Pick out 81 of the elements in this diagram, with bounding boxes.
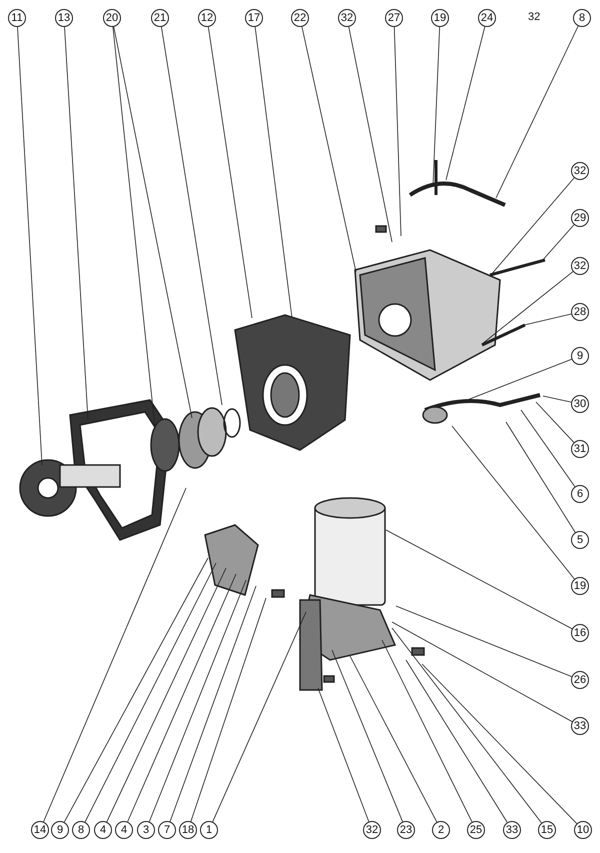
callout-number: 33 bbox=[571, 717, 589, 735]
callout-number: 6 bbox=[571, 485, 589, 503]
callout-number: 25 bbox=[467, 821, 485, 839]
callout-number: 32 bbox=[528, 12, 540, 23]
leader-line bbox=[318, 688, 370, 822]
leader-line bbox=[64, 26, 88, 420]
callout-number: 10 bbox=[574, 821, 592, 839]
leader-line bbox=[332, 650, 403, 822]
callout-number: 7 bbox=[158, 821, 176, 839]
callout-number: 5 bbox=[571, 531, 589, 549]
callout-number: 8 bbox=[573, 9, 591, 27]
callout-number: 15 bbox=[538, 821, 556, 839]
callout-number: 24 bbox=[478, 9, 496, 27]
leader-line bbox=[212, 612, 306, 822]
callout-number: 32 bbox=[338, 9, 356, 27]
leader-line bbox=[496, 26, 579, 198]
leader-line bbox=[396, 606, 572, 678]
callout-number: 1 bbox=[200, 821, 218, 839]
leader-line bbox=[452, 426, 575, 580]
callout-number: 30 bbox=[571, 395, 589, 413]
callout-number: 26 bbox=[571, 671, 589, 689]
leader-line bbox=[506, 422, 576, 533]
callout-number: 19 bbox=[431, 9, 449, 27]
leader-line bbox=[148, 580, 246, 822]
leader-line bbox=[386, 530, 572, 630]
leader-line bbox=[17, 26, 42, 466]
callout-number: 9 bbox=[571, 347, 589, 365]
leader-line bbox=[254, 26, 292, 318]
leader-line bbox=[113, 26, 192, 418]
callout-number: 17 bbox=[245, 9, 263, 27]
leader-line bbox=[161, 26, 222, 406]
callout-number: 2 bbox=[432, 821, 450, 839]
callout-number: 14 bbox=[31, 821, 49, 839]
leader-line bbox=[446, 26, 486, 180]
leader-line bbox=[208, 26, 252, 318]
leader-line bbox=[112, 26, 156, 428]
leader-line bbox=[536, 402, 574, 443]
leader-line bbox=[406, 660, 508, 823]
leader-line bbox=[540, 224, 574, 262]
callout-number: 8 bbox=[72, 821, 90, 839]
callout-number: 19 bbox=[571, 577, 589, 595]
leader-line bbox=[348, 26, 392, 242]
leader-line bbox=[127, 574, 236, 822]
callout-number: 31 bbox=[571, 440, 589, 458]
callout-number: 11 bbox=[8, 9, 26, 27]
callout-number: 29 bbox=[571, 209, 589, 227]
callout-number: 32 bbox=[571, 257, 589, 275]
leader-line bbox=[106, 568, 226, 822]
callout-number: 33 bbox=[503, 821, 521, 839]
callout-number: 12 bbox=[198, 9, 216, 27]
callout-number: 4 bbox=[94, 821, 112, 839]
callout-number: 16 bbox=[571, 624, 589, 642]
leader-line bbox=[392, 628, 542, 824]
leader-line bbox=[350, 656, 438, 822]
leader-line bbox=[482, 271, 574, 344]
callout-number: 22 bbox=[291, 9, 309, 27]
leader-line bbox=[190, 598, 266, 822]
leader-line bbox=[382, 640, 472, 822]
leader-line bbox=[542, 396, 572, 402]
leader-line bbox=[84, 562, 216, 822]
leader-line bbox=[43, 488, 186, 822]
leader-line bbox=[170, 586, 256, 822]
callout-number: 4 bbox=[115, 821, 133, 839]
leader-line bbox=[422, 664, 578, 824]
callout-number: 23 bbox=[397, 821, 415, 839]
leader-line bbox=[394, 26, 402, 236]
leader-line bbox=[64, 558, 208, 822]
callout-number: 21 bbox=[151, 9, 169, 27]
callout-number: 32 bbox=[571, 162, 589, 180]
leader-line bbox=[302, 26, 356, 272]
callout-number: 27 bbox=[385, 9, 403, 27]
callout-number: 20 bbox=[103, 9, 121, 27]
callout-number: 9 bbox=[51, 821, 69, 839]
callout-number: 18 bbox=[179, 821, 197, 839]
callout-number: 3 bbox=[137, 821, 155, 839]
leader-line bbox=[520, 314, 572, 326]
callout-number: 32 bbox=[363, 821, 381, 839]
callout-number: 28 bbox=[571, 303, 589, 321]
leader-line bbox=[392, 622, 573, 722]
leader-line bbox=[520, 410, 576, 488]
callout-number: 13 bbox=[55, 9, 73, 27]
